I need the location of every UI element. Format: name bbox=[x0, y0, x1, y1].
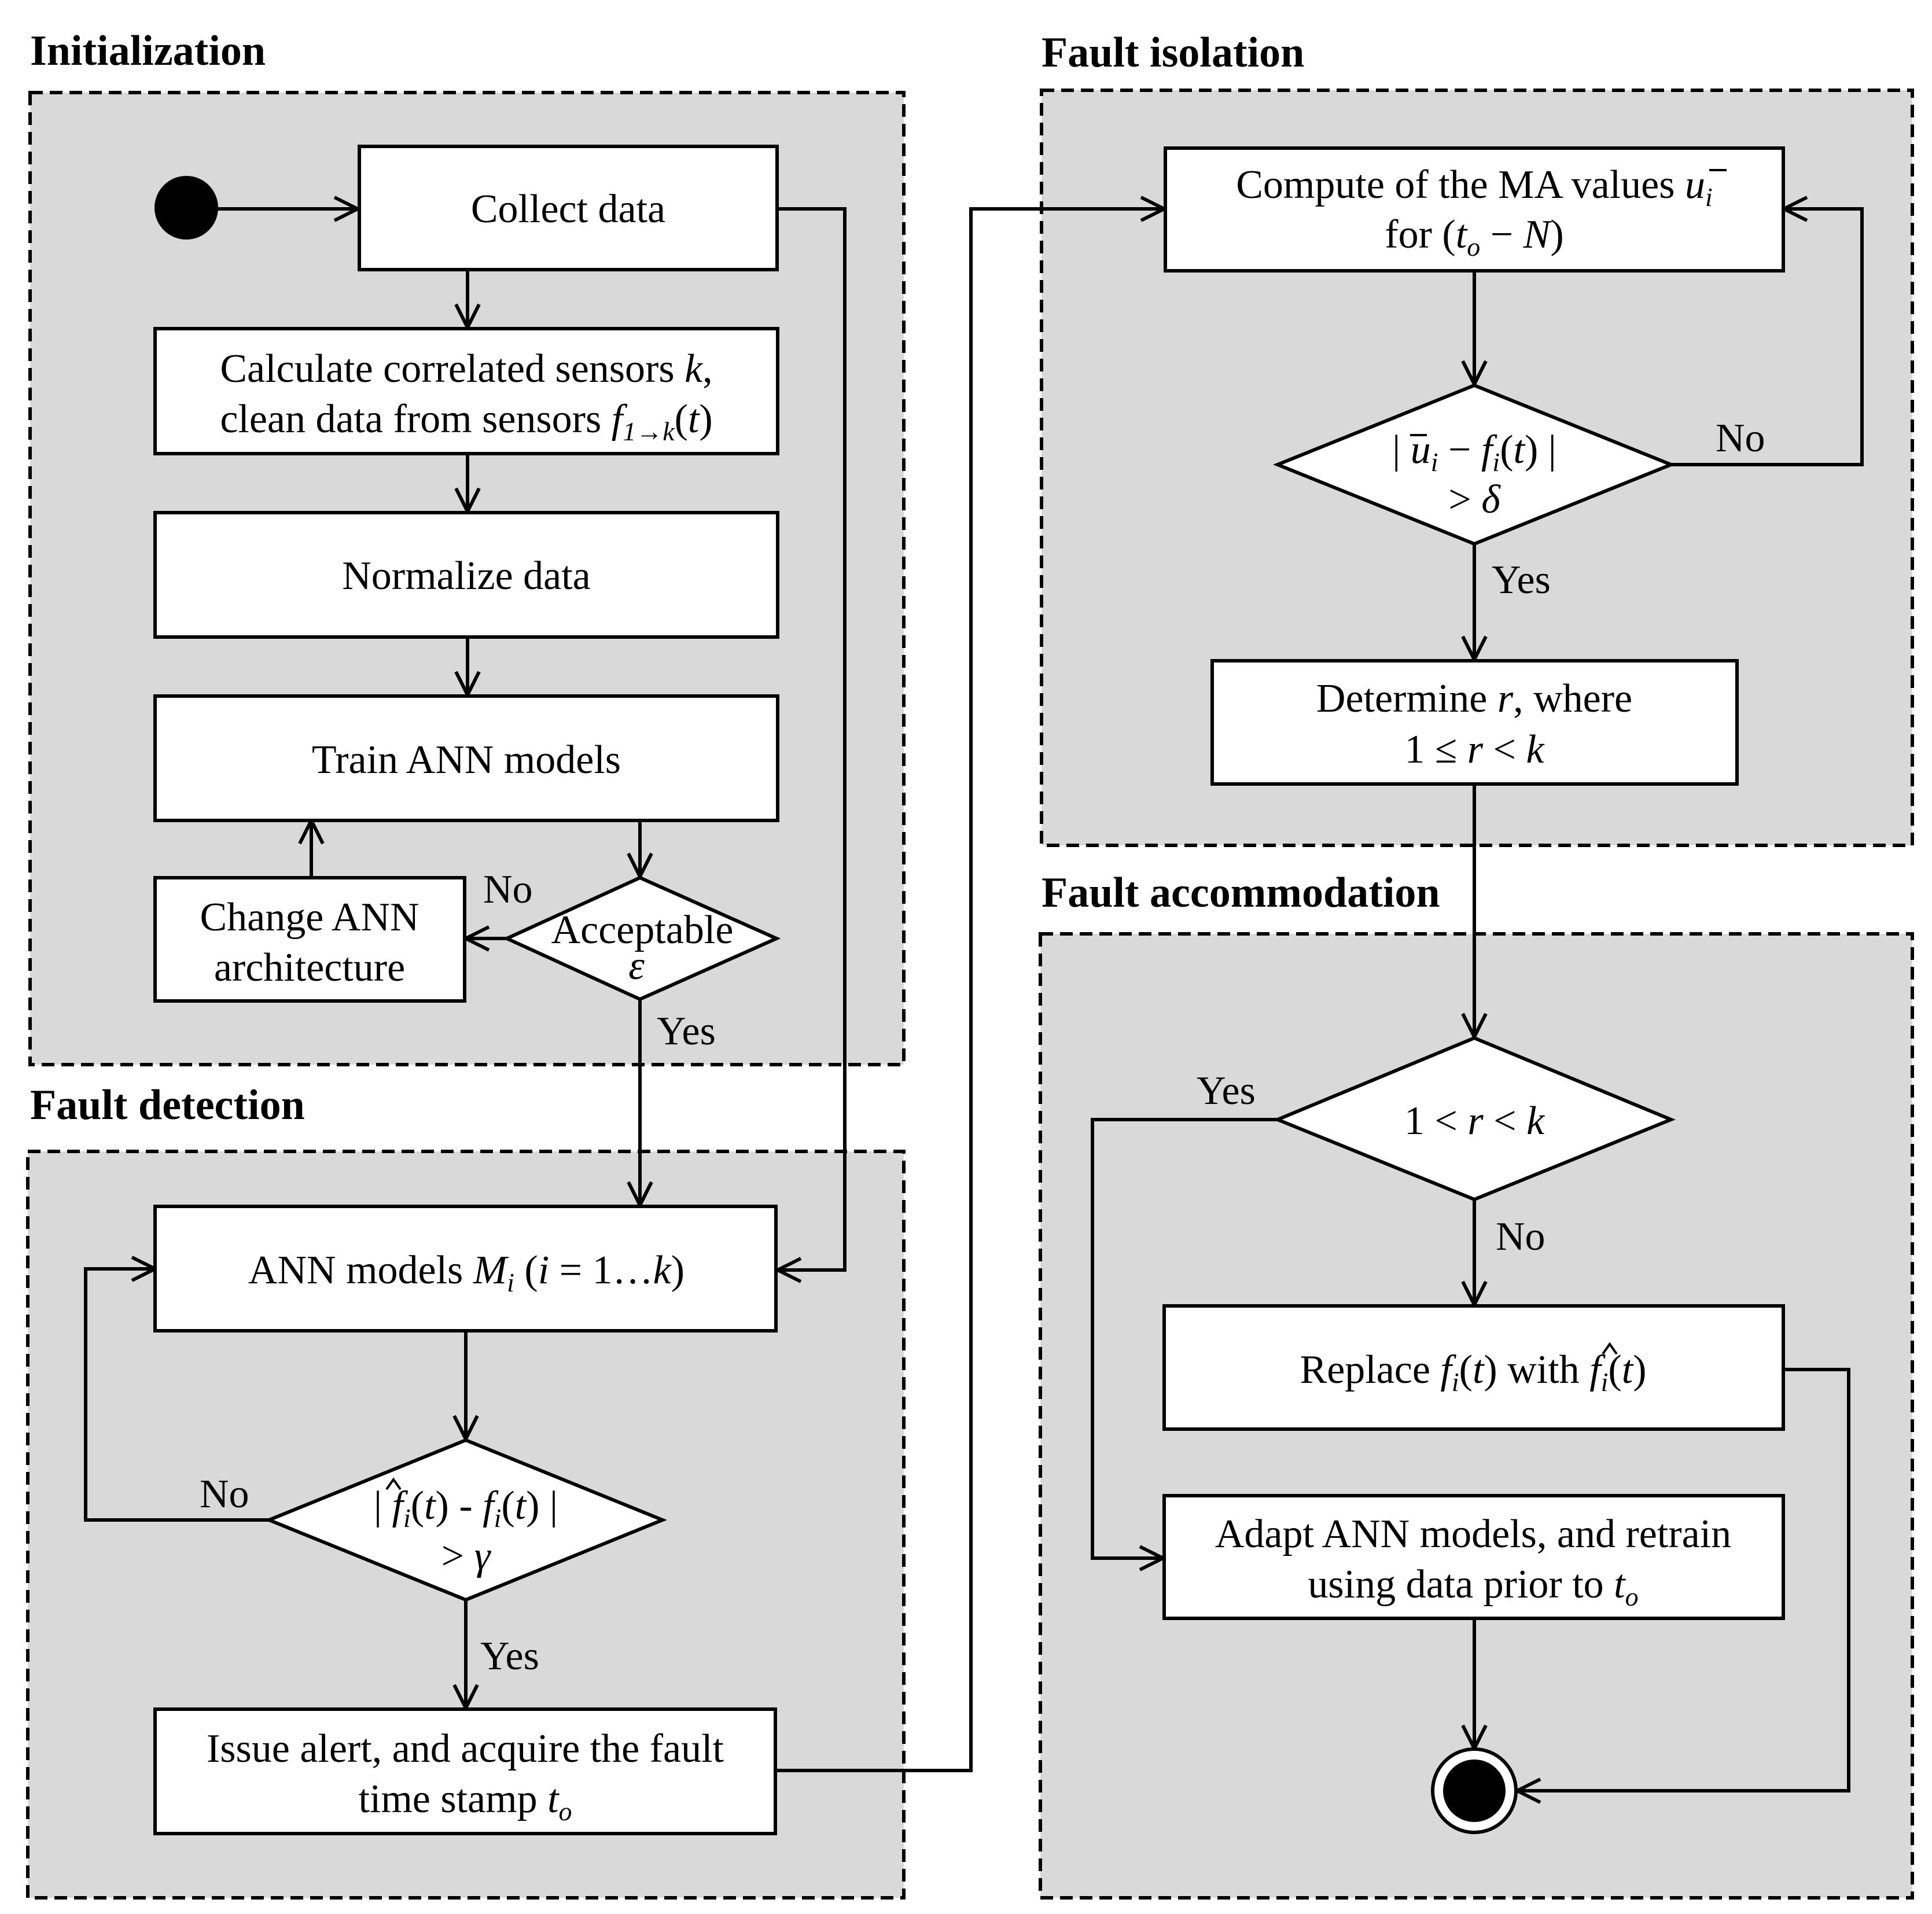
change-architecture-line1: Change ANN bbox=[200, 895, 419, 940]
issue-alert-box bbox=[153, 1707, 777, 1835]
adapt-box bbox=[1162, 1494, 1785, 1620]
compute-ma-line1: Compute of the MA values ui bbox=[1236, 163, 1713, 212]
train-box bbox=[153, 694, 779, 822]
gamma-threshold-diamond bbox=[264, 1438, 667, 1602]
gamma-check-line1: | fi(t) - fi(t) | bbox=[374, 1484, 558, 1533]
replace-label: Replace fi(t) with fi(t) bbox=[1300, 1348, 1647, 1397]
change-architecture-line2: architecture bbox=[214, 945, 405, 990]
edge-gamma-no bbox=[84, 1267, 269, 1522]
acceptable-epsilon: ε bbox=[628, 944, 645, 988]
ann-models-label: ANN models Mi (i = 1…k) bbox=[248, 1248, 685, 1297]
adapt-line1: Adapt ANN models, and retrain bbox=[1215, 1512, 1731, 1556]
acceptable-yes-label: Yes bbox=[657, 1009, 716, 1054]
edge-delta-no bbox=[1671, 207, 1864, 466]
delta-no-label: No bbox=[1716, 416, 1765, 461]
determine-r-box bbox=[1210, 659, 1739, 786]
acceptable-no-label: No bbox=[483, 867, 533, 912]
hat-accent bbox=[1602, 1342, 1618, 1355]
range-no-label: No bbox=[1496, 1214, 1545, 1259]
end-node bbox=[1443, 1760, 1506, 1822]
replace-box bbox=[1162, 1304, 1785, 1431]
hat-accent bbox=[385, 1477, 402, 1490]
fault-isolation-title: Fault isolation bbox=[1042, 29, 1304, 76]
calc-sensors-line1: Calculate correlated sensors k, bbox=[220, 347, 712, 391]
edge-range-yes bbox=[1091, 1118, 1278, 1560]
collect-data-box bbox=[358, 145, 779, 271]
issue-alert-line1: Issue alert, and acquire the fault bbox=[207, 1727, 724, 1771]
gamma-yes-label: Yes bbox=[480, 1634, 539, 1679]
edge-replace-to-end bbox=[1517, 1368, 1850, 1792]
issue-alert-line2: time stamp to bbox=[358, 1777, 572, 1826]
fault-accommodation-title: Fault accommodation bbox=[1042, 869, 1440, 916]
compute-ma-line2: for (to − N) bbox=[1385, 212, 1563, 262]
determine-r-line2: 1 ≤ r < k bbox=[1404, 727, 1545, 772]
r-range-label: 1 < r < k bbox=[1404, 1099, 1545, 1143]
change-architecture-box bbox=[153, 876, 466, 1003]
delta-check-line2: > δ bbox=[1448, 477, 1501, 522]
delta-yes-label: Yes bbox=[1492, 558, 1551, 602]
fault-detection-title: Fault detection bbox=[30, 1081, 305, 1129]
normalize-box bbox=[153, 511, 779, 639]
ann-models-box bbox=[153, 1205, 778, 1333]
r-range-diamond bbox=[1273, 1036, 1676, 1202]
acceptable-label: Acceptable bbox=[551, 908, 734, 952]
collect-data-label: Collect data bbox=[471, 187, 665, 231]
normalize-label: Normalize data bbox=[342, 554, 591, 598]
compute-ma-box bbox=[1164, 146, 1785, 273]
determine-r-line1: Determine r, where bbox=[1316, 676, 1632, 721]
delta-threshold-diamond bbox=[1272, 383, 1676, 546]
edge-alert-to-compute-ma bbox=[775, 207, 1164, 1772]
initialization-title: Initialization bbox=[30, 27, 266, 75]
calc-sensors-box bbox=[153, 327, 779, 455]
gamma-check-line2: > γ bbox=[441, 1534, 492, 1578]
train-label: Train ANN models bbox=[312, 738, 621, 782]
edge-collect-to-ann-models bbox=[778, 207, 847, 1272]
range-yes-label: Yes bbox=[1197, 1069, 1256, 1113]
acceptable-error-diamond bbox=[502, 875, 781, 1002]
adapt-line2: using data prior to to bbox=[1308, 1562, 1638, 1611]
start-node bbox=[154, 176, 218, 240]
gamma-no-label: No bbox=[200, 1472, 249, 1517]
